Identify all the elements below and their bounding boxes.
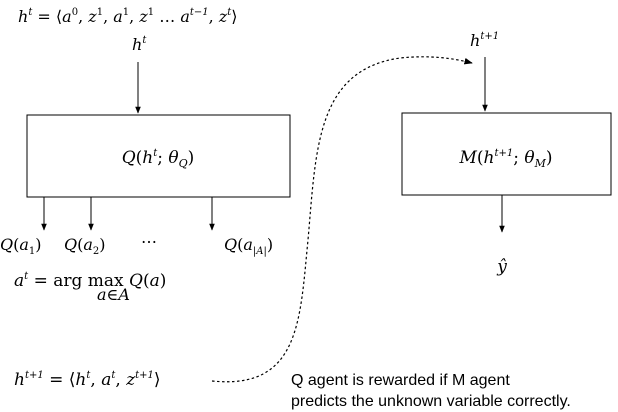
q-output-2: Q(a2)	[64, 235, 106, 257]
m-output-label: ŷ	[496, 257, 507, 277]
history-flow-dashed-curve	[211, 56, 473, 383]
q-output-ellipsis: …	[141, 228, 157, 247]
q-output-1: Q(a1)	[0, 235, 42, 257]
action-selection-subscript: a∈A	[97, 285, 130, 304]
m-model-box	[401, 112, 612, 196]
q-model-label: Q(ht; θQ)	[122, 148, 195, 170]
reward-note-line-2: predicts the unknown variable correctly.	[291, 393, 571, 410]
q-model-box	[26, 114, 291, 198]
m-input-label: ht+1	[470, 31, 499, 50]
history-definition: ht = ⟨a0, z1, a1, z1 … at−1, zt⟩	[18, 7, 238, 26]
history-update: ht+1 = ⟨ht, at, zt+1⟩	[14, 370, 161, 390]
action-selection: at = arg max Q(a)	[14, 271, 166, 291]
reward-note-line-1: Q agent is rewarded if M agent	[291, 372, 510, 389]
q-input-label: ht	[132, 35, 147, 54]
q-output-last: Q(a|A|)	[224, 235, 273, 257]
m-model-label: M(ht+1; θM)	[458, 148, 552, 170]
